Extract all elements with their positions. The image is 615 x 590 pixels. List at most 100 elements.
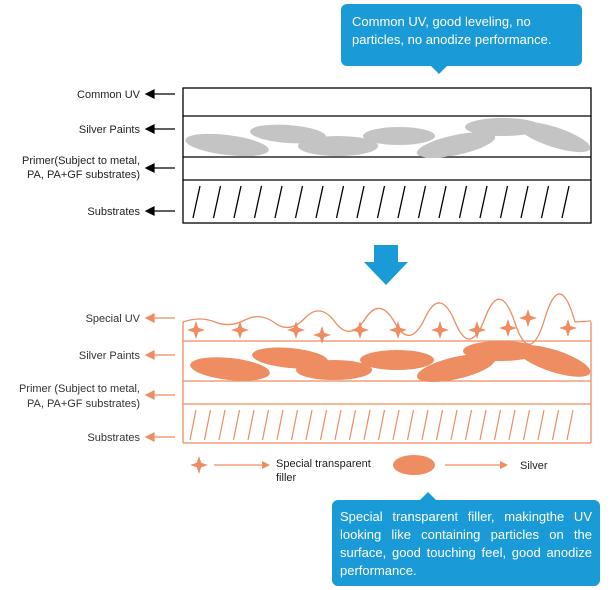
bottom-layer-stack bbox=[182, 293, 592, 444]
label-special-uv: Special UV bbox=[85, 313, 140, 325]
bottom-label-arrows bbox=[144, 313, 175, 442]
hatch-line bbox=[212, 185, 222, 219]
hatch-line bbox=[421, 409, 429, 441]
hatch-line bbox=[247, 409, 255, 441]
hatch-line bbox=[218, 409, 226, 441]
arrow-head bbox=[500, 461, 508, 469]
hatch-line bbox=[520, 185, 529, 219]
hatch-line bbox=[335, 185, 345, 219]
hatch-line bbox=[253, 185, 263, 219]
bottom-silver-particles bbox=[190, 341, 591, 382]
hatch-line bbox=[334, 409, 342, 441]
top-particle bbox=[250, 124, 326, 144]
filler-star bbox=[187, 321, 205, 339]
hatch-line bbox=[406, 409, 415, 441]
bottom-particle bbox=[190, 357, 270, 381]
down-arrow-icon bbox=[364, 245, 408, 285]
legend-filler-star-icon bbox=[190, 456, 208, 474]
label-common-uv: Common UV bbox=[77, 89, 140, 101]
hatch-line bbox=[479, 409, 487, 441]
top-particle bbox=[517, 121, 591, 153]
hatch-line bbox=[290, 409, 299, 441]
bottom-particle bbox=[360, 350, 434, 370]
hatch-line bbox=[356, 185, 365, 219]
hatch-line bbox=[464, 409, 473, 441]
top-particle bbox=[363, 127, 435, 145]
arrow-head bbox=[144, 390, 155, 400]
callout-common-uv: Common UV, good leveling, no particles, … bbox=[341, 4, 582, 74]
top-particle bbox=[185, 133, 269, 157]
bottom-particle bbox=[463, 341, 539, 361]
hatch-line bbox=[417, 185, 427, 219]
filler-star bbox=[287, 321, 305, 339]
hatch-line bbox=[203, 409, 212, 441]
hatch-line bbox=[274, 185, 283, 219]
hatch-line bbox=[392, 409, 400, 441]
hatch-line bbox=[438, 185, 447, 219]
arrow-head bbox=[144, 350, 155, 360]
hatch-line bbox=[566, 409, 574, 441]
label-substrates-bottom: Substrates bbox=[87, 432, 140, 444]
hatch-line bbox=[435, 409, 444, 441]
bottom-particle bbox=[296, 360, 372, 380]
hatch-line bbox=[294, 185, 304, 219]
hatch-line bbox=[261, 409, 270, 441]
hatch-line bbox=[376, 185, 386, 219]
legend-filler-line1: Special transparent bbox=[276, 458, 371, 470]
hatch-line bbox=[458, 185, 468, 219]
top-particle bbox=[298, 136, 378, 156]
hatch-line bbox=[377, 409, 386, 441]
top-silver-particles bbox=[185, 118, 591, 158]
label-silver-paints-bottom: Silver Paints bbox=[78, 350, 140, 362]
legend bbox=[190, 455, 508, 475]
hatch-line bbox=[276, 409, 284, 441]
hatch-line bbox=[551, 409, 560, 441]
hatch-line bbox=[499, 185, 509, 219]
hatch-line bbox=[537, 409, 545, 441]
arrow-head bbox=[144, 89, 155, 99]
special-uv-wavy-surface bbox=[182, 293, 592, 345]
hatch-line bbox=[397, 185, 406, 219]
filler-star bbox=[519, 309, 537, 327]
hatch-line bbox=[319, 409, 328, 441]
callout-special-uv: Special transparent filler, makingthe UV… bbox=[332, 492, 600, 586]
label-primer-bottom-line1: Primer (Subject to metal, bbox=[18, 383, 140, 395]
bottom-particle bbox=[416, 354, 496, 382]
arrow-head bbox=[144, 206, 155, 216]
hatch-line bbox=[561, 185, 570, 219]
label-primer-top-line1: Primer(Subject to metal, bbox=[22, 155, 140, 167]
arrow-head bbox=[144, 432, 155, 442]
hatch-line bbox=[232, 409, 241, 441]
filler-star bbox=[351, 321, 369, 339]
hatch-line bbox=[450, 409, 458, 441]
callout-special-uv-text: Special transparent filler, makingthe UV… bbox=[340, 509, 592, 578]
hatch-line bbox=[315, 185, 324, 219]
label-primer-bottom-line2: PA, PA+GF substrates) bbox=[27, 398, 140, 410]
legend-silver: Silver bbox=[520, 460, 548, 472]
arrow-head bbox=[144, 124, 155, 134]
hatch-line bbox=[233, 185, 242, 219]
hatch-line bbox=[493, 409, 502, 441]
hatch-line bbox=[479, 185, 488, 219]
filler-particles bbox=[187, 309, 577, 344]
arrow-head bbox=[144, 163, 155, 173]
top-particle bbox=[416, 132, 496, 158]
top-label-arrows bbox=[144, 89, 175, 216]
hatch-line bbox=[348, 409, 357, 441]
hatch-line bbox=[522, 409, 531, 441]
hatch-line bbox=[508, 409, 516, 441]
hatch-line bbox=[189, 409, 197, 441]
filler-star bbox=[389, 321, 407, 339]
callout-common-uv-text: Common UV, good leveling, no particles, … bbox=[352, 14, 552, 47]
top-layer-stack bbox=[182, 87, 592, 224]
bottom-substrate-hatch bbox=[189, 409, 574, 441]
legend-silver-particle-icon bbox=[393, 455, 435, 475]
top-stack-outline bbox=[182, 87, 592, 224]
label-silver-paints-top: Silver Paints bbox=[78, 124, 140, 136]
filler-star bbox=[431, 321, 449, 339]
label-primer-top-line2: PA, PA+GF substrates) bbox=[27, 169, 140, 181]
hatch-line bbox=[305, 409, 313, 441]
hatch-line bbox=[363, 409, 371, 441]
